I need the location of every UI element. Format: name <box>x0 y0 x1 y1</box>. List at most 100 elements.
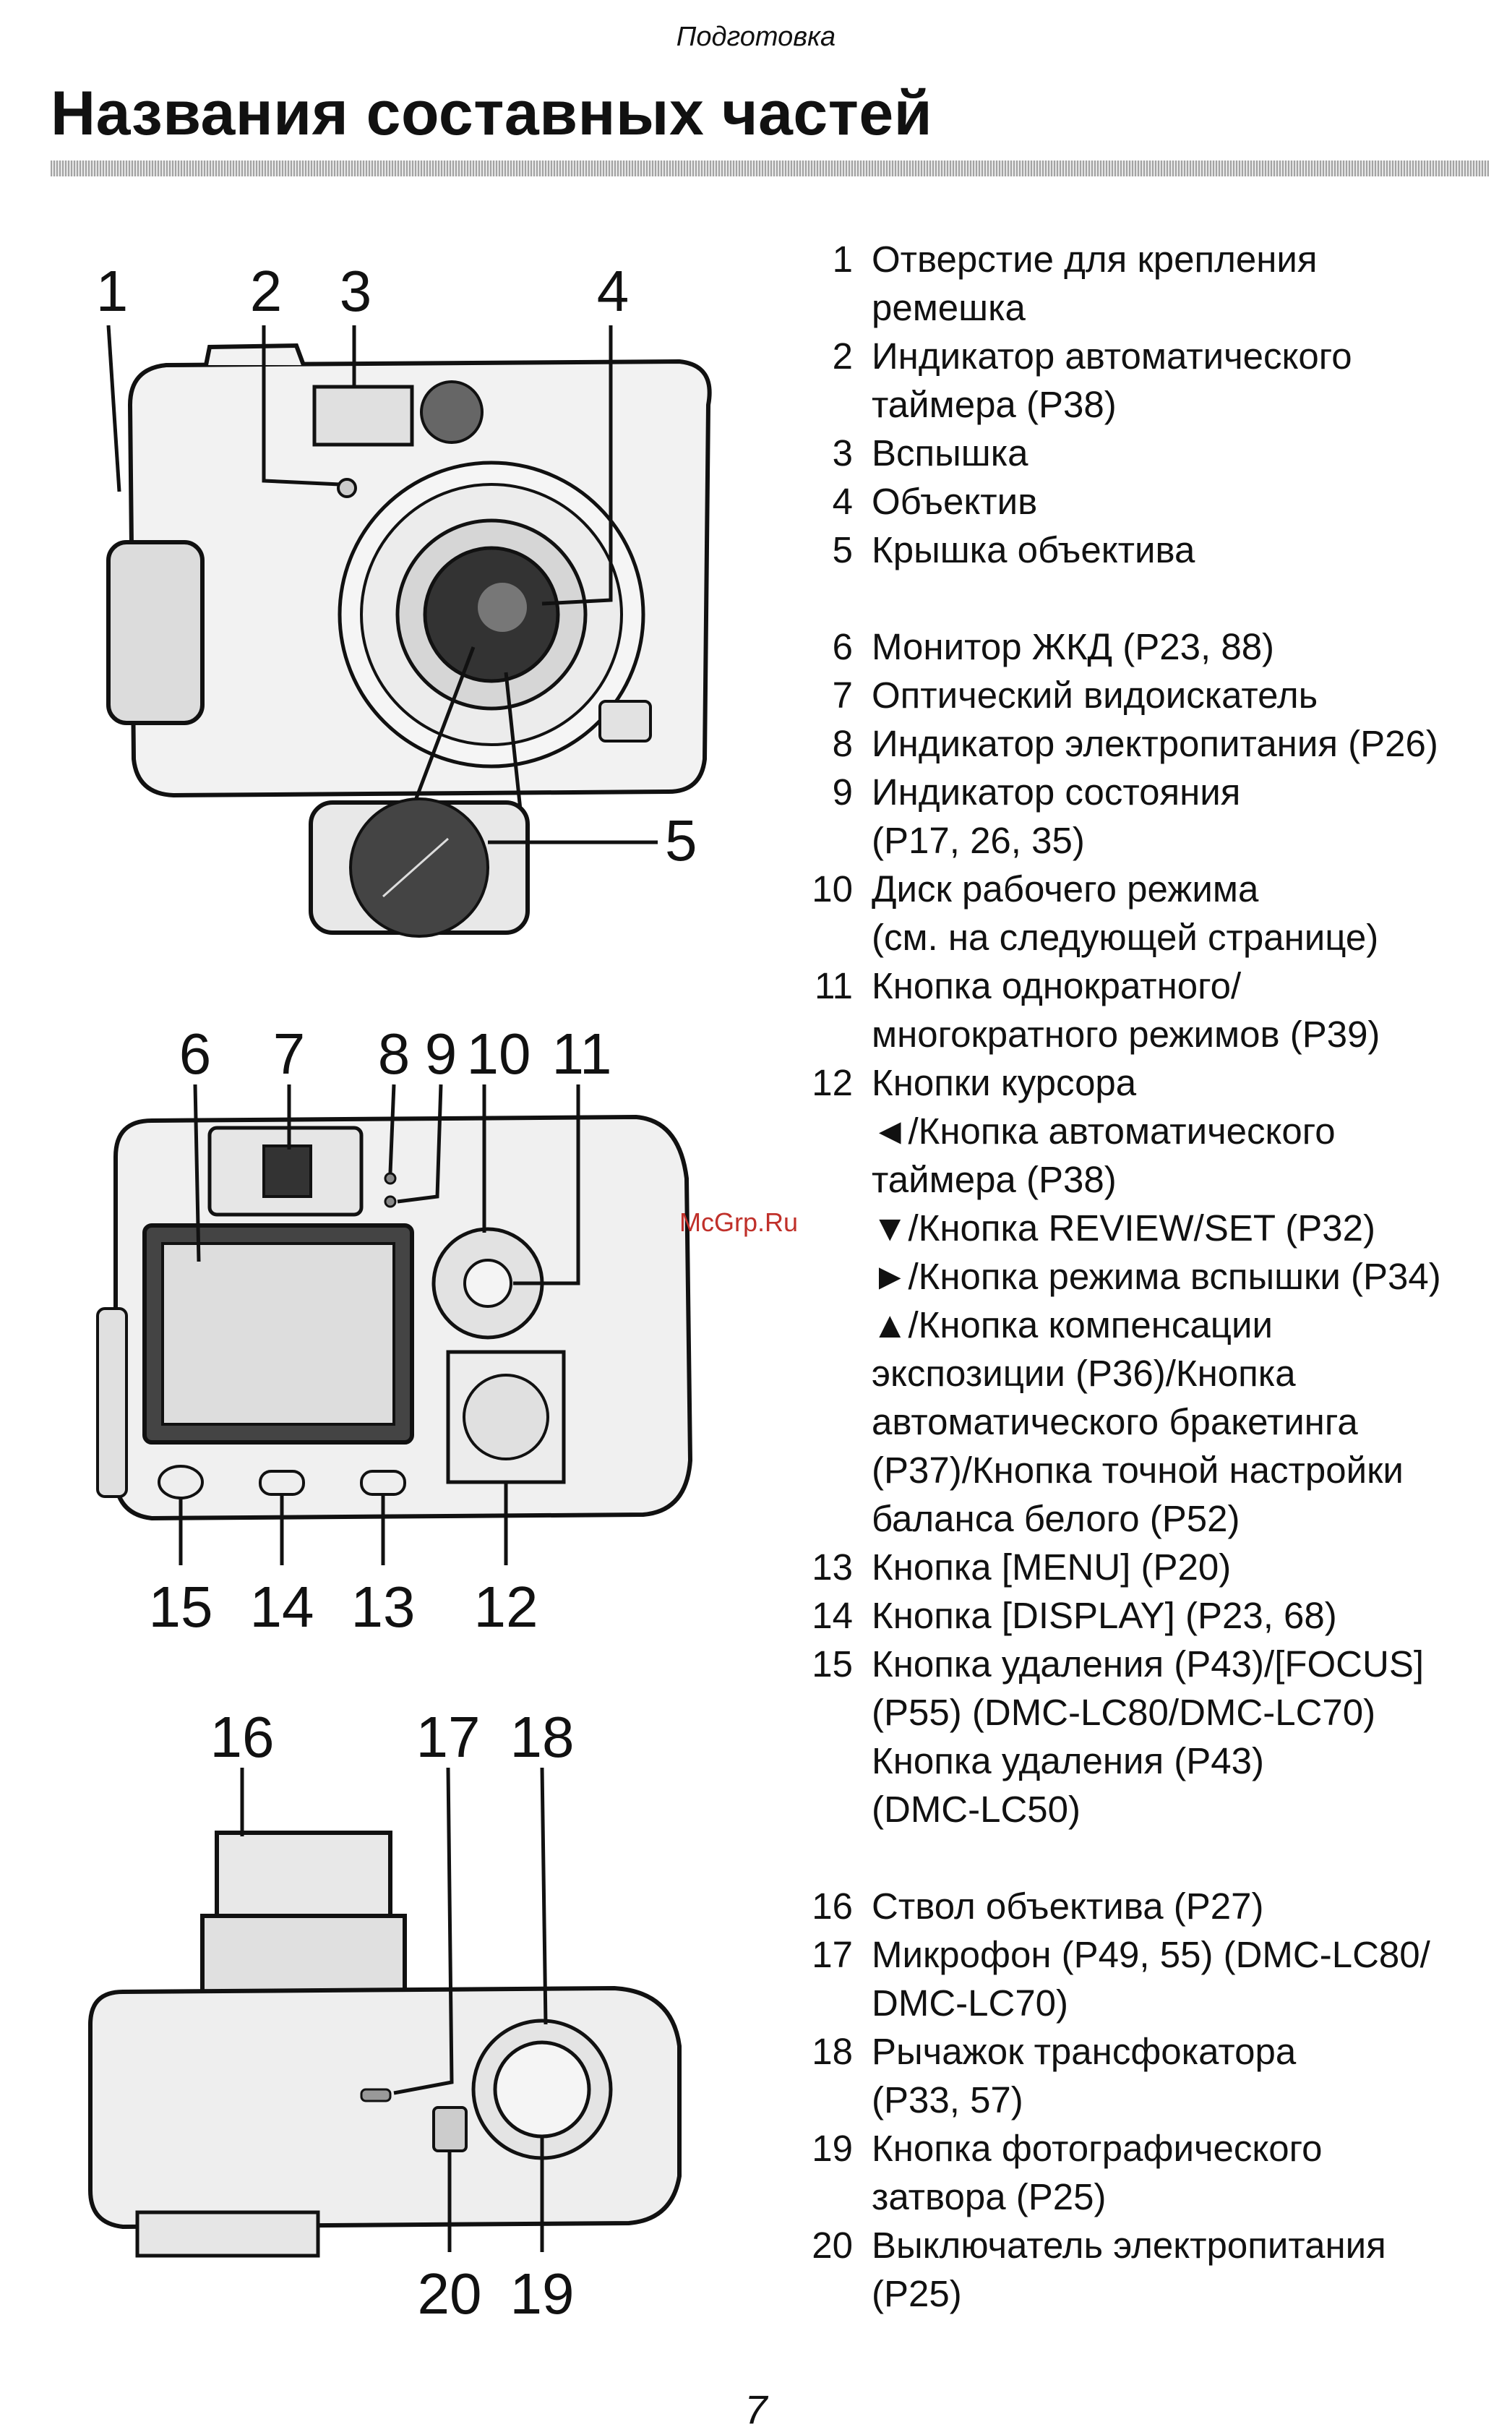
item-text: Оптический видоискатель <box>872 675 1318 716</box>
flash-window <box>312 385 414 447</box>
callout-19: 19 <box>510 2261 575 2326</box>
callout-12: 12 <box>474 1575 538 1639</box>
power-switch <box>432 2106 468 2152</box>
power-indicator <box>384 1172 397 1185</box>
item-text: Ствол объектива (P27) <box>872 1886 1264 1927</box>
delete-button <box>158 1465 204 1499</box>
item-number: 10 <box>812 868 853 910</box>
list-item: 6 Монитор ЖКД (P23, 88) <box>781 622 1503 671</box>
camera-back-view-figure: 6 7 8 9 10 11 15 14 13 12 <box>96 1022 693 1639</box>
item-text: Кнопки курсора ◄/Кнопка автоматического … <box>872 1062 1441 1539</box>
item-number: 11 <box>815 965 853 1006</box>
list-item: 7 Оптический видоискатель <box>781 671 1503 719</box>
list-item: 17 Микрофон (P49, 55) (DMC-LC80/ DMC-LC70… <box>781 1930 1503 2027</box>
item-text: Отверстие для крепления ремешка <box>872 239 1318 328</box>
item-text: Микрофон (P49, 55) (DMC-LC80/ DMC-LC70) <box>872 1934 1430 2024</box>
callout-18: 18 <box>510 1713 575 1769</box>
callout-20: 20 <box>418 2261 482 2326</box>
list-item: 18 Рычажок трансфокатора (P33, 57) <box>781 2027 1503 2124</box>
shutter-button <box>493 2040 591 2139</box>
item-text: Выключатель электропитания (P25) <box>872 2225 1386 2314</box>
list-item: 10 Диск рабочего режима (см. на следующей… <box>781 865 1503 962</box>
item-number: 2 <box>832 335 853 377</box>
item-text: Кнопка однократного/ многократного режим… <box>872 965 1380 1055</box>
item-text: Кнопка удаления (P43)/[FOCUS] (P55) (DMC… <box>872 1643 1425 1830</box>
list-item: 20 Выключатель электропитания (P25) <box>781 2221 1503 2318</box>
item-text: Кнопка [DISPLAY] (P23, 68) <box>872 1595 1337 1636</box>
list-item: 13 Кнопка [MENU] (P20) <box>781 1543 1503 1591</box>
callout-15: 15 <box>149 1575 213 1639</box>
callout-16: 16 <box>210 1713 275 1769</box>
menu-button <box>360 1470 406 1496</box>
item-text: Вспышка <box>872 432 1028 474</box>
list-item: 15 Кнопка удаления (P43)/[FOCUS] (P55) (D… <box>781 1640 1503 1833</box>
list-item: 11 Кнопка однократного/ многократного реж… <box>781 962 1503 1058</box>
item-number: 5 <box>832 529 853 570</box>
item-text: Крышка объектива <box>872 529 1195 570</box>
item-text: Диск рабочего режима (см. на следующей с… <box>872 868 1379 958</box>
callout-2: 2 <box>250 260 283 323</box>
callout-14: 14 <box>250 1575 314 1639</box>
optical-viewfinder <box>262 1144 312 1198</box>
item-text: Монитор ЖКД (P23, 88) <box>872 626 1275 667</box>
callout-11: 11 <box>551 1022 611 1086</box>
item-number: 16 <box>812 1886 853 1927</box>
callout-17: 17 <box>416 1713 481 1769</box>
item-number: 1 <box>832 239 853 280</box>
item-text: Кнопка [MENU] (P20) <box>872 1546 1232 1588</box>
item-number: 18 <box>812 2031 853 2072</box>
display-button <box>259 1470 305 1496</box>
item-number: 12 <box>812 1062 853 1103</box>
item-number: 17 <box>812 1934 853 1975</box>
sensor-window <box>420 380 484 444</box>
list-item: 8 Индикатор электропитания (P26) <box>781 719 1503 768</box>
callout-5: 5 <box>665 808 697 873</box>
list-item: 14 Кнопка [DISPLAY] (P23, 68) <box>781 1591 1503 1640</box>
callout-6: 6 <box>179 1022 212 1086</box>
section-label: Подготовка <box>676 22 836 52</box>
callout-4: 4 <box>597 260 630 323</box>
callout-13: 13 <box>351 1575 416 1639</box>
page-title: Названия составных частей <box>51 79 933 148</box>
item-number: 13 <box>812 1546 853 1588</box>
list-item: 16 Ствол объектива (P27) <box>781 1882 1503 1930</box>
title-divider <box>51 161 1489 176</box>
list-item: 5 Крышка объектива <box>781 526 1503 574</box>
callout-3: 3 <box>340 260 372 323</box>
page-number: 7 <box>744 2387 768 2432</box>
item-text: Индикатор состояния (P17, 26, 35) <box>872 771 1241 861</box>
self-timer-lamp <box>337 478 357 498</box>
item-text: Кнопка фотографического затвора (P25) <box>872 2128 1323 2217</box>
callout-1: 1 <box>96 260 129 323</box>
item-number: 8 <box>832 723 853 764</box>
list-item: 3 Вспышка <box>781 429 1503 477</box>
watermark: McGrp.Ru <box>679 1207 799 1237</box>
list-item: 2 Индикатор автоматического таймера (P38) <box>781 332 1503 429</box>
status-indicator <box>384 1195 397 1208</box>
item-number: 3 <box>832 432 853 474</box>
list-item: 4 Объектив <box>781 477 1503 526</box>
item-number: 4 <box>832 481 853 522</box>
item-text: Индикатор автоматического таймера (P38) <box>872 335 1352 425</box>
list-item: 1 Отверстие для крепления ремешка <box>781 235 1503 332</box>
item-number: 20 <box>812 2225 853 2266</box>
item-number: 6 <box>832 626 853 667</box>
microphone <box>360 2088 392 2102</box>
lcd-monitor <box>161 1242 395 1426</box>
item-number: 7 <box>832 675 853 716</box>
item-text: Индикатор электропитания (P26) <box>872 723 1438 764</box>
list-item: 9 Индикатор состояния (P17, 26, 35) <box>781 768 1503 865</box>
item-text: Рычажок трансфокатора (P33, 57) <box>872 2031 1297 2121</box>
item-number: 9 <box>832 771 853 813</box>
list-item: 12 Кнопки курсора ◄/Кнопка автоматическог… <box>781 1058 1503 1543</box>
callout-7: 7 <box>273 1022 306 1086</box>
camera-top-view-figure: 16 17 18 20 19 <box>88 1713 682 2326</box>
callout-8: 8 <box>378 1022 411 1086</box>
camera-front-view-figure: 1 2 3 4 5 <box>96 260 712 938</box>
item-number: 14 <box>812 1595 853 1636</box>
item-number: 19 <box>812 2128 853 2169</box>
callout-9: 9 <box>425 1022 458 1086</box>
item-text: Объектив <box>872 481 1038 522</box>
item-number: 15 <box>812 1643 853 1685</box>
